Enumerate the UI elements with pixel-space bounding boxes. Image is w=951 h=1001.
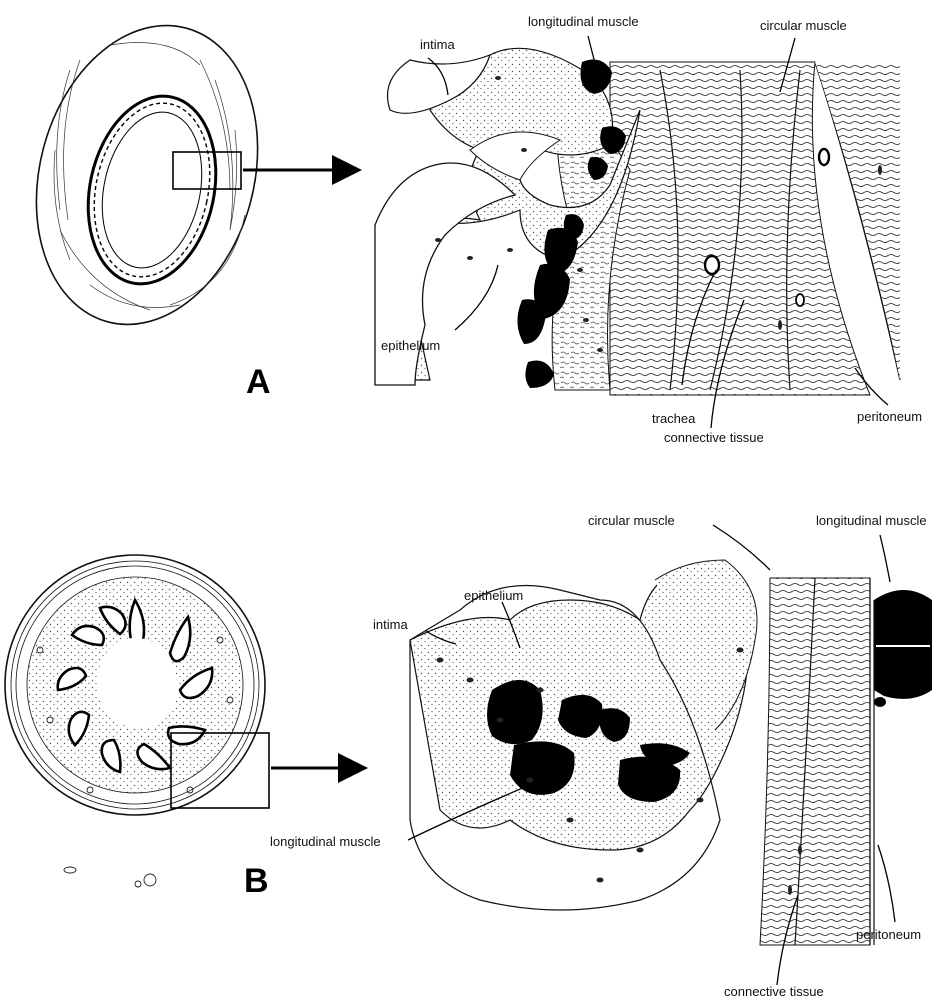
label-a-connective-tissue: connective tissue: [664, 430, 764, 445]
label-b-peritoneum: peritoneum: [856, 927, 921, 942]
panel-a-detail: [375, 48, 900, 395]
label-b-connective-tissue: connective tissue: [724, 984, 824, 999]
label-b-longitudinal-muscle-outer: longitudinal muscle: [816, 513, 927, 528]
label-b-circular-muscle: circular muscle: [588, 513, 675, 528]
label-b-intima: intima: [373, 617, 408, 632]
panel-a-section-overview: [4, 0, 289, 349]
panel-a-letter: A: [246, 364, 271, 400]
panel-b-section-overview: [5, 555, 265, 887]
label-a-peritoneum: peritoneum: [857, 409, 922, 424]
label-a-intima: intima: [420, 37, 455, 52]
label-b-longitudinal-muscle-inner: longitudinal muscle: [270, 834, 381, 849]
panel-b-letter: B: [244, 863, 269, 899]
label-a-longitudinal-muscle: longitudinal muscle: [528, 14, 639, 29]
panel-b-detail: [410, 560, 932, 945]
label-b-epithelium: epithelium: [464, 588, 523, 603]
label-a-epithelium: epithelium: [381, 338, 440, 353]
label-a-trachea: trachea: [652, 411, 695, 426]
label-a-circular-muscle: circular muscle: [760, 18, 847, 33]
